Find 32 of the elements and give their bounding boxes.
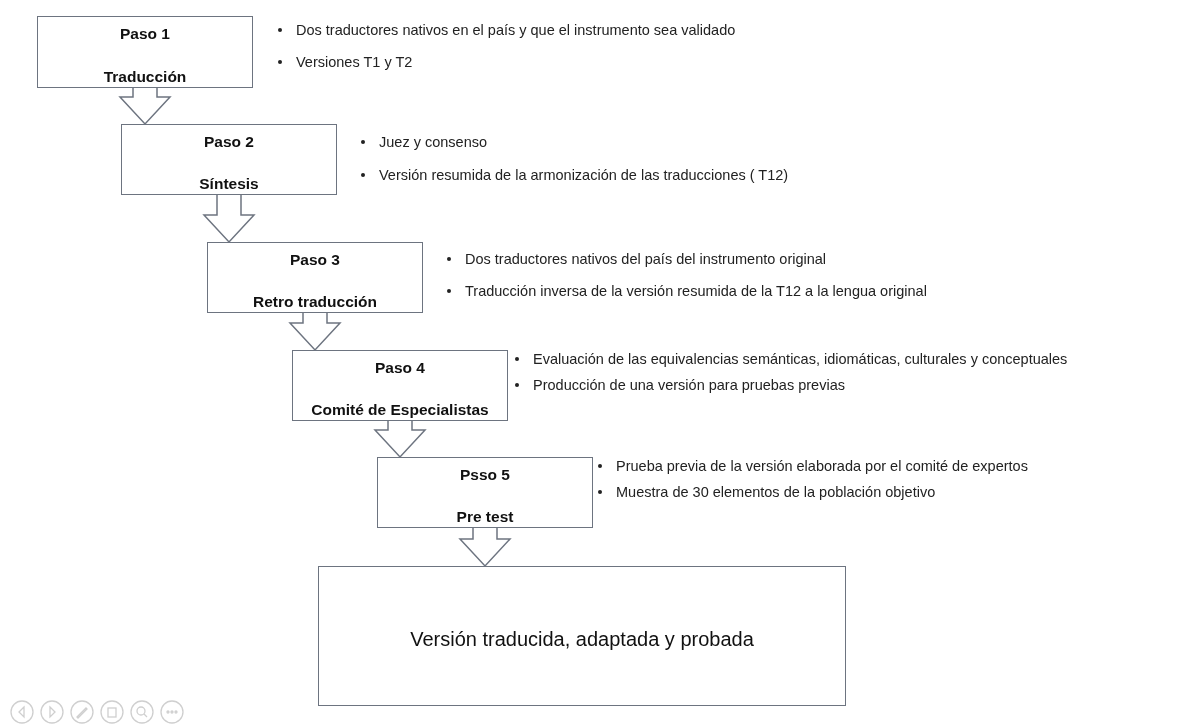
block-arrow	[288, 312, 342, 352]
step-title: Traducción	[103, 68, 187, 86]
block-arrow	[373, 420, 427, 459]
step-number: Psso 5	[460, 466, 510, 484]
step-number: Paso 1	[120, 25, 170, 43]
step-title: Pre test	[456, 508, 514, 526]
block-arrow	[118, 87, 172, 126]
bullet-point: Juez y consenso	[379, 134, 487, 150]
result-text: Versión traducida, adaptada y probada	[410, 628, 754, 651]
bullet-point: Traducción inversa de la versión resumida de la T12 a la lengua original	[465, 283, 927, 299]
bullet-point: Versiones T1 y T2	[296, 54, 413, 70]
bullet-point: Evaluación de las equivalencias semánticas, idiomáticas, culturales y conceptuales	[533, 351, 1068, 367]
bullet-point: Dos traductores nativos en el país y que el instrumento sea validado	[296, 22, 736, 38]
bullet-point: Dos traductores nativos del país del instrumento original	[465, 251, 827, 267]
bullet-point: Muestra de 30 elementos de la población objetivo	[616, 484, 936, 500]
step-box	[37, 16, 253, 88]
bullet-point: Prueba previa de la versión elaborada por el comité de expertos	[616, 458, 1028, 474]
block-arrow	[458, 527, 512, 568]
step-box	[207, 242, 423, 313]
step-number: Paso 3	[290, 251, 340, 269]
step-box	[377, 457, 593, 528]
step-box	[121, 124, 337, 195]
step-number: Paso 4	[375, 359, 425, 377]
step-box	[318, 566, 846, 706]
step-box	[292, 350, 508, 421]
step-title: Síntesis	[199, 175, 259, 193]
step-title: Retro traducción	[253, 293, 377, 311]
step-number: Paso 2	[204, 133, 254, 151]
block-arrow	[202, 194, 256, 244]
step-title: Comité de Especialistas	[311, 401, 489, 419]
bullet-point: Producción de una versión para pruebas previas	[533, 377, 845, 393]
bullet-point: Versión resumida de la armonización de las traducciones ( T12)	[379, 167, 789, 183]
